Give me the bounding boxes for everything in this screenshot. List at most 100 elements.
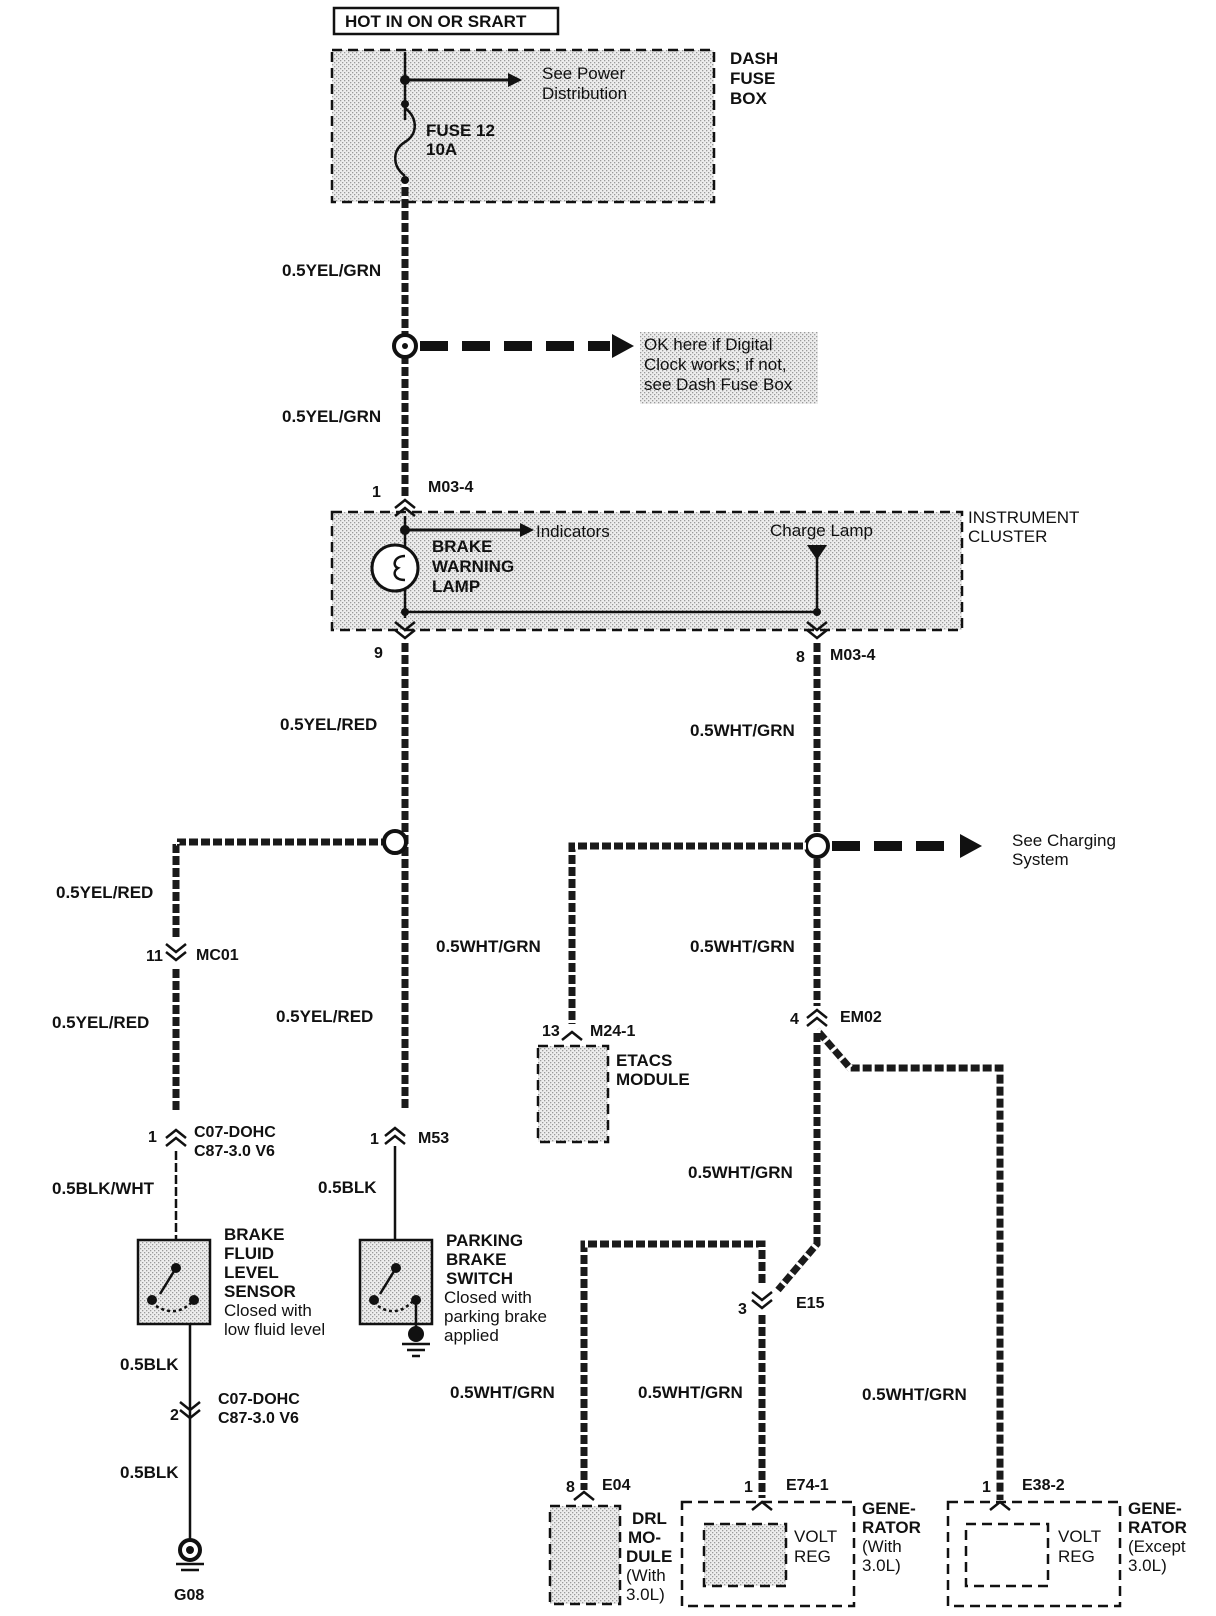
- power-note-line-1: See Power: [542, 64, 625, 83]
- wire-label-wht-grn-5: 0.5WHT/GRN: [450, 1383, 555, 1402]
- wire-label-yel-grn-2: 0.5YEL/GRN: [282, 407, 381, 426]
- brake-fluid-switch-arm: [158, 1267, 178, 1295]
- wire-label-blk-3: 0.5BLK: [120, 1463, 179, 1482]
- clock-branch-arrowhead: [612, 334, 634, 358]
- brake-lamp-label-1: BRAKE: [432, 537, 492, 556]
- wire-wht-grn-drl-hatch: [580, 1240, 766, 1490]
- pin-8: 8: [796, 649, 805, 666]
- wire-wht-grn-e15: [775, 1030, 821, 1293]
- parking-switch-arc: [377, 1301, 413, 1313]
- wire-label-wht-grn-2: 0.5WHT/GRN: [436, 937, 541, 956]
- gen1-label-3: (With: [862, 1537, 902, 1556]
- charge-lamp-label: Charge Lamp: [770, 521, 873, 540]
- connector-bottom-m03-4: M03-4: [830, 647, 875, 664]
- ground-g08-center: [186, 1546, 194, 1554]
- parking-contact-left: [369, 1295, 379, 1305]
- fuse-upper-terminal: [401, 100, 409, 108]
- brake-fluid-switch-arc: [155, 1301, 193, 1313]
- brake-fluid-label-3: LEVEL: [224, 1263, 279, 1282]
- clock-note-line-3: see Dash Fuse Box: [644, 375, 793, 394]
- pin-c07-top: 1: [148, 1129, 157, 1146]
- dash-fuse-box-label-2: FUSE: [730, 69, 775, 88]
- cluster-junction-dot: [400, 525, 410, 535]
- brake-fluid-contact-left: [147, 1295, 157, 1305]
- brake-fluid-note-2: low fluid level: [224, 1320, 325, 1339]
- connector-em02-chevron: [806, 1008, 828, 1027]
- header-box: [332, 6, 560, 36]
- lamp-filament: [393, 554, 406, 582]
- connector-c07-bottom-2: C87-3.0 V6: [218, 1410, 299, 1427]
- charging-note-2: System: [1012, 850, 1069, 869]
- wire-wht-grn-drl: [580, 1240, 766, 1490]
- charge-lamp-arrowhead: [807, 545, 827, 560]
- connector-e74-chevron: [751, 1500, 773, 1511]
- drl-label-5: 3.0L): [626, 1585, 665, 1604]
- pin-11: 11: [146, 948, 163, 965]
- instrument-cluster-label-2: CLUSTER: [968, 527, 1047, 546]
- dash-fuse-box-label-1: DASH: [730, 49, 778, 68]
- indicators-label: Indicators: [536, 522, 610, 541]
- connector-m24-1: M24-1: [590, 1023, 635, 1040]
- connector-m53: M53: [418, 1130, 449, 1147]
- gen2-label-3: (Except: [1128, 1537, 1186, 1556]
- pin-m53: 1: [370, 1131, 379, 1148]
- pin-e74: 1: [744, 1479, 753, 1496]
- brake-warning-lamp-icon: [370, 543, 420, 593]
- fuse-lower-terminal: [401, 176, 409, 184]
- pin-e04: 8: [566, 1479, 575, 1496]
- power-note-line-2: Distribution: [542, 84, 627, 103]
- connector-e38-chevron: [989, 1500, 1011, 1511]
- cluster-bus-dot-right: [813, 608, 821, 616]
- brake-lamp-label-3: LAMP: [432, 577, 480, 596]
- etacs-module-box: [536, 1044, 610, 1144]
- drl-label-2: MO-: [628, 1528, 661, 1547]
- dash-fuse-box-label-3: BOX: [730, 89, 768, 108]
- splice-brake: [382, 829, 408, 855]
- dash-fuse-box: [330, 48, 716, 204]
- connector-em02: EM02: [840, 1009, 882, 1026]
- parking-label-2: BRAKE: [446, 1250, 506, 1269]
- pin-13: 13: [542, 1023, 560, 1040]
- connector-c07-bottom-1: C07-DOHC: [218, 1391, 300, 1408]
- parking-label-3: SWITCH: [446, 1269, 513, 1288]
- clock-note-box: [640, 332, 818, 404]
- connector-m24-chevron: [561, 1030, 583, 1041]
- clock-note-line-2: Clock works; if not,: [644, 355, 787, 374]
- drl-label-4: (With: [626, 1566, 666, 1585]
- etacs-label-1: ETACS: [616, 1051, 672, 1070]
- splice-charging: [804, 833, 830, 859]
- wire-label-yel-red-4: 0.5YEL/RED: [276, 1007, 373, 1026]
- charging-note-1: See Charging: [1012, 831, 1116, 850]
- connector-left-bottom-chevron: [394, 621, 416, 640]
- splice-clock-center: [402, 343, 408, 349]
- fuse-box-junction-dot: [400, 75, 410, 85]
- wire-label-yel-red-1: 0.5YEL/RED: [280, 715, 377, 734]
- pin-top-1: 1: [372, 484, 381, 501]
- indicators-arrowhead: [520, 523, 534, 537]
- instrument-cluster-label-1: INSTRUMENT: [968, 508, 1079, 527]
- gen2-label-4: 3.0L): [1128, 1556, 1167, 1575]
- parking-note-1: Closed with: [444, 1288, 532, 1307]
- volt-reg-1-label-2: REG: [794, 1547, 831, 1566]
- brake-lamp-label-2: WARNING: [432, 557, 514, 576]
- gen1-label-2: RATOR: [862, 1518, 921, 1537]
- wire-wht-grn-gen2-hatch: [814, 1027, 1004, 1500]
- gen1-label-1: GENE-: [862, 1499, 916, 1518]
- connector-c07-top-2: C87-3.0 V6: [194, 1143, 275, 1160]
- pin-c07-bottom: 2: [170, 1407, 179, 1424]
- charging-branch-arrowhead: [960, 834, 982, 858]
- pin-e38: 1: [982, 1479, 991, 1496]
- etacs-label-2: MODULE: [616, 1070, 690, 1089]
- connector-mc01: MC01: [196, 947, 239, 964]
- wire-yel-red-left-hatch: [172, 838, 405, 940]
- brake-fluid-label-4: SENSOR: [224, 1282, 296, 1301]
- pin-e15: 3: [738, 1301, 747, 1318]
- parking-label-1: PARKING: [446, 1231, 523, 1250]
- volt-reg-2-label-2: REG: [1058, 1547, 1095, 1566]
- connector-c07-bottom-chevron: [179, 1401, 201, 1420]
- wire-wht-grn-etacs: [568, 842, 806, 1024]
- wire-label-wht-grn-6: 0.5WHT/GRN: [638, 1383, 743, 1402]
- connector-mc01-chevron: [165, 943, 187, 962]
- wire-label-wht-grn-1: 0.5WHT/GRN: [690, 721, 795, 740]
